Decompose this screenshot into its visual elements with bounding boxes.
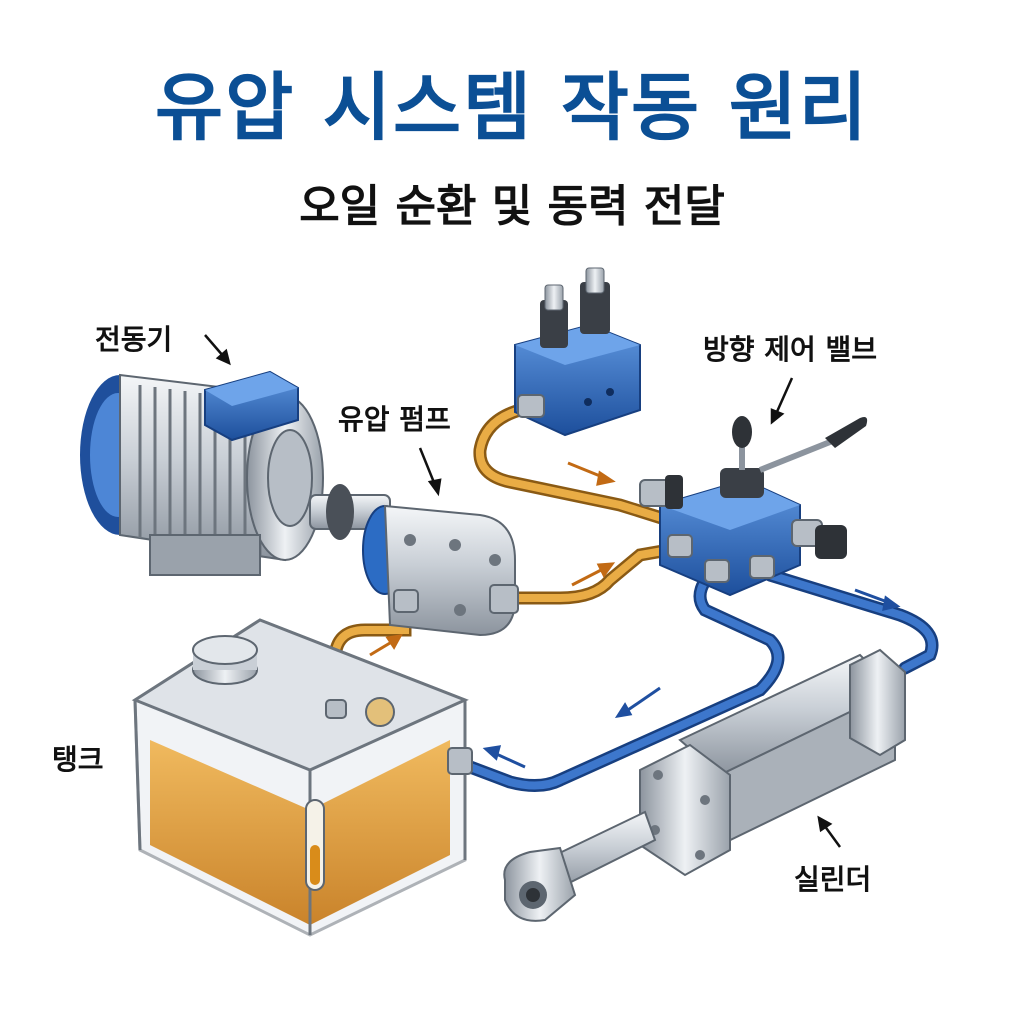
- flow-arrows: [369, 461, 901, 769]
- electric-motor: [80, 370, 391, 576]
- valve-handle[interactable]: [825, 417, 868, 448]
- valve-lever-knob[interactable]: [732, 416, 752, 448]
- directional-control-valve: [639, 416, 868, 597]
- auxiliary-valve-block: [514, 267, 641, 437]
- label-motor: 전동기: [95, 323, 173, 356]
- pointer-arrow-icon: [204, 334, 231, 366]
- hydraulic-cylinder: [503, 648, 906, 922]
- oil-fluid: [150, 740, 450, 925]
- pointer-arrow-icon: [817, 815, 842, 848]
- label-pointers: [204, 334, 842, 848]
- flow-arrow-return-icon: [482, 588, 901, 769]
- pressure-gauge-icon: [365, 697, 395, 727]
- label-valve: 방향 제어 밸브: [703, 333, 878, 366]
- label-cylinder: 실린더: [794, 863, 872, 896]
- pointer-arrow-icon: [418, 447, 442, 497]
- page-subtitle: 오일 순환 및 동력 전달: [299, 181, 725, 232]
- pointer-arrow-icon: [770, 377, 794, 425]
- flow-arrow-up-icon: [369, 461, 616, 657]
- hydraulic-pump: [362, 504, 519, 637]
- label-pump: 유압 펌프: [338, 403, 451, 436]
- oil-tank: [131, 618, 473, 937]
- page-title: 유압 시스템 작동 원리: [154, 65, 869, 151]
- label-tank: 탱크: [52, 743, 104, 776]
- return-lines: [458, 558, 939, 792]
